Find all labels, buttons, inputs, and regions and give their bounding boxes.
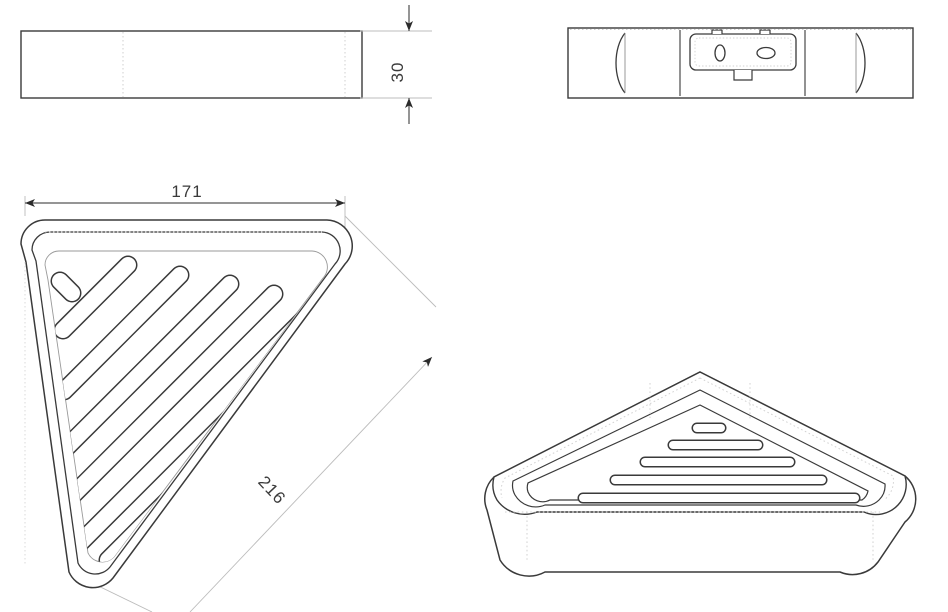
dimension-label-diagonal: 216 (254, 472, 289, 508)
mounting-slot-horizontal (756, 46, 776, 60)
view-isometric (484, 371, 917, 577)
mounting-plate (689, 29, 797, 81)
rear-view-right-corner-arc (855, 32, 866, 94)
rear-view-left-corner-arc (615, 32, 626, 94)
mounting-slot-vertical (714, 44, 726, 62)
mounting-tab-top-right (759, 29, 771, 34)
view-rear (567, 27, 914, 99)
dim-line-diagonal (189, 356, 433, 612)
mounting-tab-bottom-center (733, 70, 753, 81)
plan-rim-outline (31, 231, 341, 575)
plan-diag-extension-line-upper (344, 215, 437, 308)
view-side-elevation: 30 (20, 5, 432, 124)
dimension-label-width: 171 (171, 182, 202, 201)
iso-hidden-lines (500, 377, 894, 560)
mounting-plate-inner-outline (694, 37, 792, 67)
view-plan: 171 216 (20, 182, 437, 612)
iso-drainage-slots (577, 422, 861, 504)
plan-tray-edge (44, 250, 328, 563)
mounting-plate-outline (689, 33, 797, 71)
dimension-label-height: 30 (388, 62, 407, 83)
mounting-tab-top-left (711, 29, 723, 34)
plan-hidden-lines (24, 231, 322, 566)
side-elevation-outline (20, 30, 363, 99)
